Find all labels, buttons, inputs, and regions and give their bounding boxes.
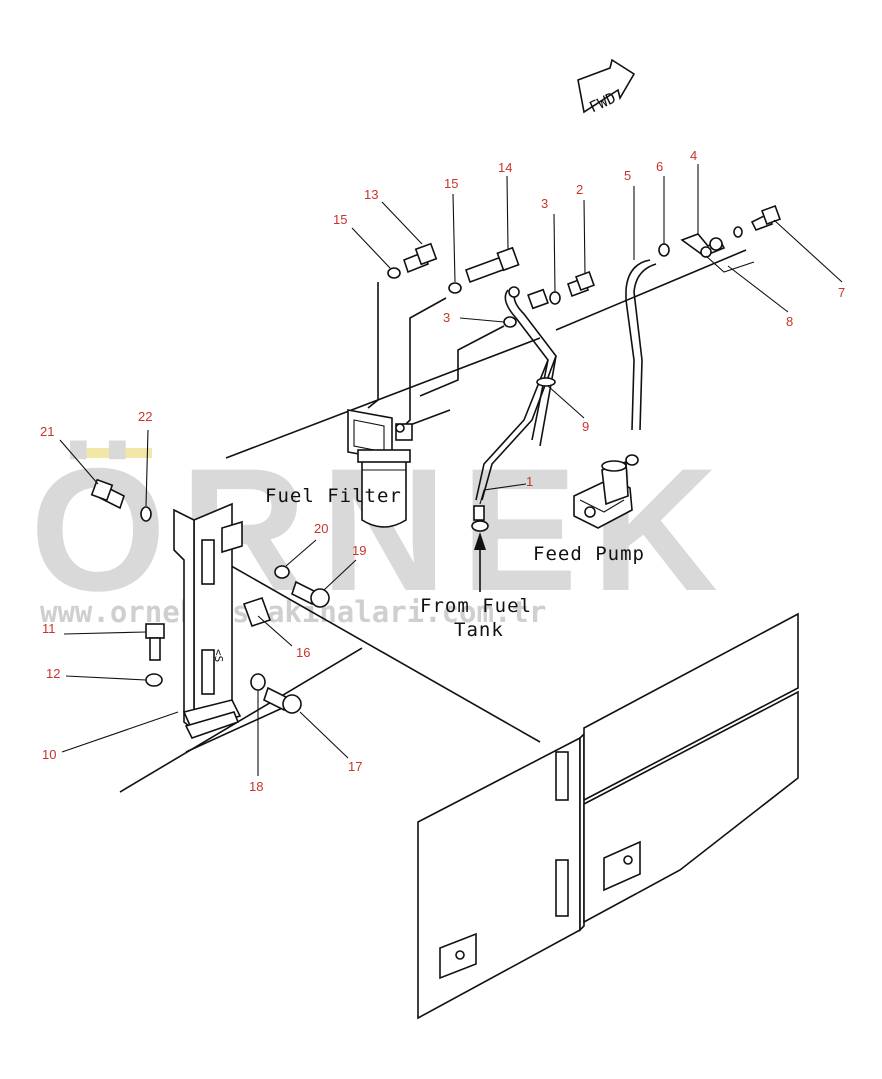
callout-13: 13 xyxy=(364,187,378,202)
callout-20: 20 xyxy=(314,521,328,536)
callout-18: 18 xyxy=(249,779,263,794)
callout-16: 16 xyxy=(296,645,310,660)
callout-7: 7 xyxy=(838,285,845,300)
callout-1: 1 xyxy=(526,474,533,489)
feed-pump xyxy=(573,460,633,529)
callout-19: 19 xyxy=(352,543,366,558)
label-from-fuel: From Fuel xyxy=(420,595,532,617)
fwd-arrow-icon: FWD xyxy=(577,58,636,116)
callout-12: 12 xyxy=(46,666,60,681)
callout-9: 9 xyxy=(582,419,589,434)
callout-15-right: 15 xyxy=(444,176,458,191)
pipe-run xyxy=(119,249,747,793)
label-fuel-filter: Fuel Filter xyxy=(265,485,402,507)
callout-5: 5 xyxy=(624,168,631,183)
label-tank: Tank xyxy=(454,619,504,641)
door-panels xyxy=(417,612,799,1020)
callout-4: 4 xyxy=(690,148,697,163)
callout-14: 14 xyxy=(498,160,512,175)
svg-text:<S: <S xyxy=(212,649,225,662)
callout-2: 2 xyxy=(576,182,583,197)
arrow-up-icon xyxy=(474,532,486,592)
watermark-umlaut-right xyxy=(122,448,152,458)
callout-22: 22 xyxy=(138,409,152,424)
bracket-10: <S xyxy=(173,502,243,739)
pipe-5 xyxy=(625,259,657,466)
pipe-1 xyxy=(471,286,557,532)
hardware-left xyxy=(90,478,330,714)
callout-3-top: 3 xyxy=(541,196,548,211)
leader-lines xyxy=(59,164,843,776)
callout-11: 11 xyxy=(42,621,56,636)
callout-8: 8 xyxy=(786,314,793,329)
callout-6: 6 xyxy=(656,159,663,174)
callout-21: 21 xyxy=(40,424,54,439)
filter-leaders xyxy=(367,282,505,431)
callout-3-mid: 3 xyxy=(443,310,450,325)
callouts: 1 2 3 3 4 5 6 7 8 9 10 11 12 13 14 15 15… xyxy=(40,148,845,794)
fuel-filter xyxy=(347,409,413,528)
watermark-umlaut-left xyxy=(82,448,112,458)
label-feed-pump: Feed Pump xyxy=(533,543,645,565)
clamp-9 xyxy=(536,377,556,387)
callout-15-left: 15 xyxy=(333,212,347,227)
callout-10: 10 xyxy=(42,747,56,762)
callout-17: 17 xyxy=(348,759,362,774)
